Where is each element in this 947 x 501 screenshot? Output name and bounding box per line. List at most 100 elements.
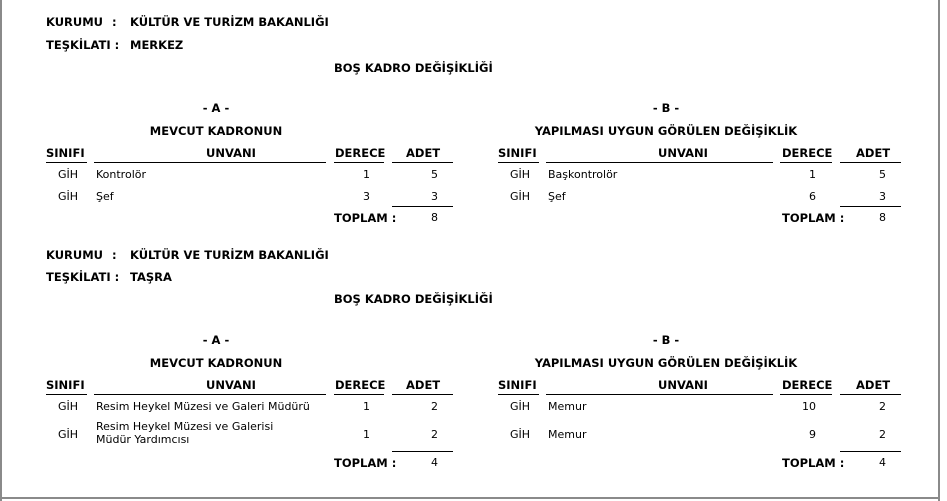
- teskilati-label: TEŞKİLATI :: [46, 270, 120, 284]
- header-underline: [498, 162, 539, 163]
- col-header-derece: DERECE: [335, 378, 386, 392]
- col-header-unvani: UNVANI: [206, 146, 256, 160]
- total-label: TOPLAM :: [782, 211, 845, 225]
- header-underline: [392, 394, 453, 395]
- kurum-value: KÜLTÜR VE TURİZM BAKANLIĞI: [130, 248, 329, 262]
- table-a-heading: MEVCUT KADRONUN: [149, 124, 283, 138]
- cell-derece: 1: [363, 400, 370, 413]
- header-underline: [46, 162, 87, 163]
- header-underline: [46, 394, 87, 395]
- total-line: [392, 451, 453, 452]
- total-value: 4: [879, 456, 886, 469]
- cell-derece: 1: [363, 428, 370, 441]
- teskilat-line: TEŞKİLATI : MERKEZ: [46, 38, 183, 52]
- cell-derece: 6: [809, 190, 816, 203]
- total-value: 4: [431, 456, 438, 469]
- col-header-sinifi: SINIFI: [498, 146, 537, 160]
- table-a-heading: MEVCUT KADRONUN: [149, 356, 283, 370]
- cell-sinif: GİH: [58, 400, 79, 413]
- teskilati-label: TEŞKİLATI :: [46, 38, 120, 52]
- cell-derece: 1: [809, 168, 816, 181]
- cell-adet: 5: [431, 168, 438, 181]
- header-underline: [94, 394, 326, 395]
- teskilat-value: TAŞRA: [130, 270, 172, 284]
- header-underline: [392, 162, 453, 163]
- cell-sinif: GİH: [58, 428, 79, 441]
- section-title: BOŞ KADRO DEĞİŞİKLİĞİ: [334, 292, 493, 306]
- cell-unvan: Resim Heykel Müzesi ve Galeri Müdürü: [96, 400, 310, 413]
- cell-sinif: GİH: [510, 190, 531, 203]
- cell-adet: 2: [431, 428, 438, 441]
- col-header-unvani: UNVANI: [658, 378, 708, 392]
- kurumu-colon: :: [112, 15, 117, 29]
- header-underline: [334, 162, 384, 163]
- kurumu-label: KURUMU: [46, 15, 104, 29]
- cell-adet: 2: [879, 400, 886, 413]
- header-underline: [498, 394, 539, 395]
- col-header-derece: DERECE: [335, 146, 386, 160]
- cell-sinif: GİH: [510, 400, 531, 413]
- total-line: [840, 451, 901, 452]
- cell-derece: 10: [802, 400, 816, 413]
- header-underline: [94, 162, 326, 163]
- cell-unvan: Başkontrolör: [548, 168, 618, 181]
- teskilat-value: MERKEZ: [130, 38, 184, 52]
- header-underline: [546, 162, 773, 163]
- col-header-sinifi: SINIFI: [46, 146, 85, 160]
- cell-sinif: GİH: [510, 168, 531, 181]
- page-border-right: [938, 0, 940, 501]
- col-header-sinifi: SINIFI: [498, 378, 537, 392]
- header-underline: [546, 394, 773, 395]
- section-title: BOŞ KADRO DEĞİŞİKLİĞİ: [334, 61, 493, 75]
- header-underline: [334, 394, 384, 395]
- cell-adet: 2: [431, 400, 438, 413]
- cell-derece: 1: [363, 168, 370, 181]
- cell-unvan: Kontrolör: [96, 168, 146, 181]
- total-label: TOPLAM :: [334, 456, 397, 470]
- marker-a: - A -: [202, 101, 230, 115]
- col-header-adet: ADET: [856, 378, 891, 392]
- col-header-derece: DERECE: [782, 378, 833, 392]
- header-underline: [840, 162, 901, 163]
- teskilat-line: TEŞKİLATI : TAŞRA: [46, 270, 172, 284]
- col-header-sinifi: SINIFI: [46, 378, 85, 392]
- col-header-unvani: UNVANI: [658, 146, 708, 160]
- cell-adet: 5: [879, 168, 886, 181]
- col-header-adet: ADET: [406, 146, 441, 160]
- page-border-bottom: [0, 497, 940, 499]
- page-border-left: [0, 0, 2, 501]
- header-underline: [840, 394, 901, 395]
- total-label: TOPLAM :: [334, 211, 397, 225]
- total-value: 8: [879, 211, 886, 224]
- total-line: [392, 206, 453, 207]
- header-underline: [780, 394, 832, 395]
- cell-adet: 3: [879, 190, 886, 203]
- cell-sinif: GİH: [58, 168, 79, 181]
- cell-unvan: Memur: [548, 400, 587, 413]
- table-b-heading: YAPILMASI UYGUN GÖRÜLEN DEĞİŞİKLİK: [534, 356, 798, 370]
- cell-derece: 9: [809, 428, 816, 441]
- col-header-adet: ADET: [856, 146, 891, 160]
- kurum-value: KÜLTÜR VE TURİZM BAKANLIĞI: [130, 15, 329, 29]
- col-header-unvani: UNVANI: [206, 378, 256, 392]
- cell-unvan: Resim Heykel Müzesi ve Galerisi Müdür Ya…: [96, 420, 274, 446]
- kurumu-colon: :: [112, 248, 117, 262]
- kurum-line: KURUMU: KÜLTÜR VE TURİZM BAKANLIĞI: [46, 15, 329, 29]
- total-value: 8: [431, 211, 438, 224]
- marker-a: - A -: [202, 333, 230, 347]
- kurum-line: KURUMU: KÜLTÜR VE TURİZM BAKANLIĞI: [46, 248, 329, 262]
- cell-sinif: GİH: [58, 190, 79, 203]
- total-line: [840, 206, 901, 207]
- cell-unvan: Şef: [96, 190, 114, 203]
- marker-b: - B -: [652, 333, 680, 347]
- cell-unvan: Şef: [548, 190, 566, 203]
- header-underline: [780, 162, 832, 163]
- kurumu-label: KURUMU: [46, 248, 104, 262]
- marker-b: - B -: [652, 101, 680, 115]
- cell-sinif: GİH: [510, 428, 531, 441]
- col-header-derece: DERECE: [782, 146, 833, 160]
- cell-adet: 2: [879, 428, 886, 441]
- cell-adet: 3: [431, 190, 438, 203]
- col-header-adet: ADET: [406, 378, 441, 392]
